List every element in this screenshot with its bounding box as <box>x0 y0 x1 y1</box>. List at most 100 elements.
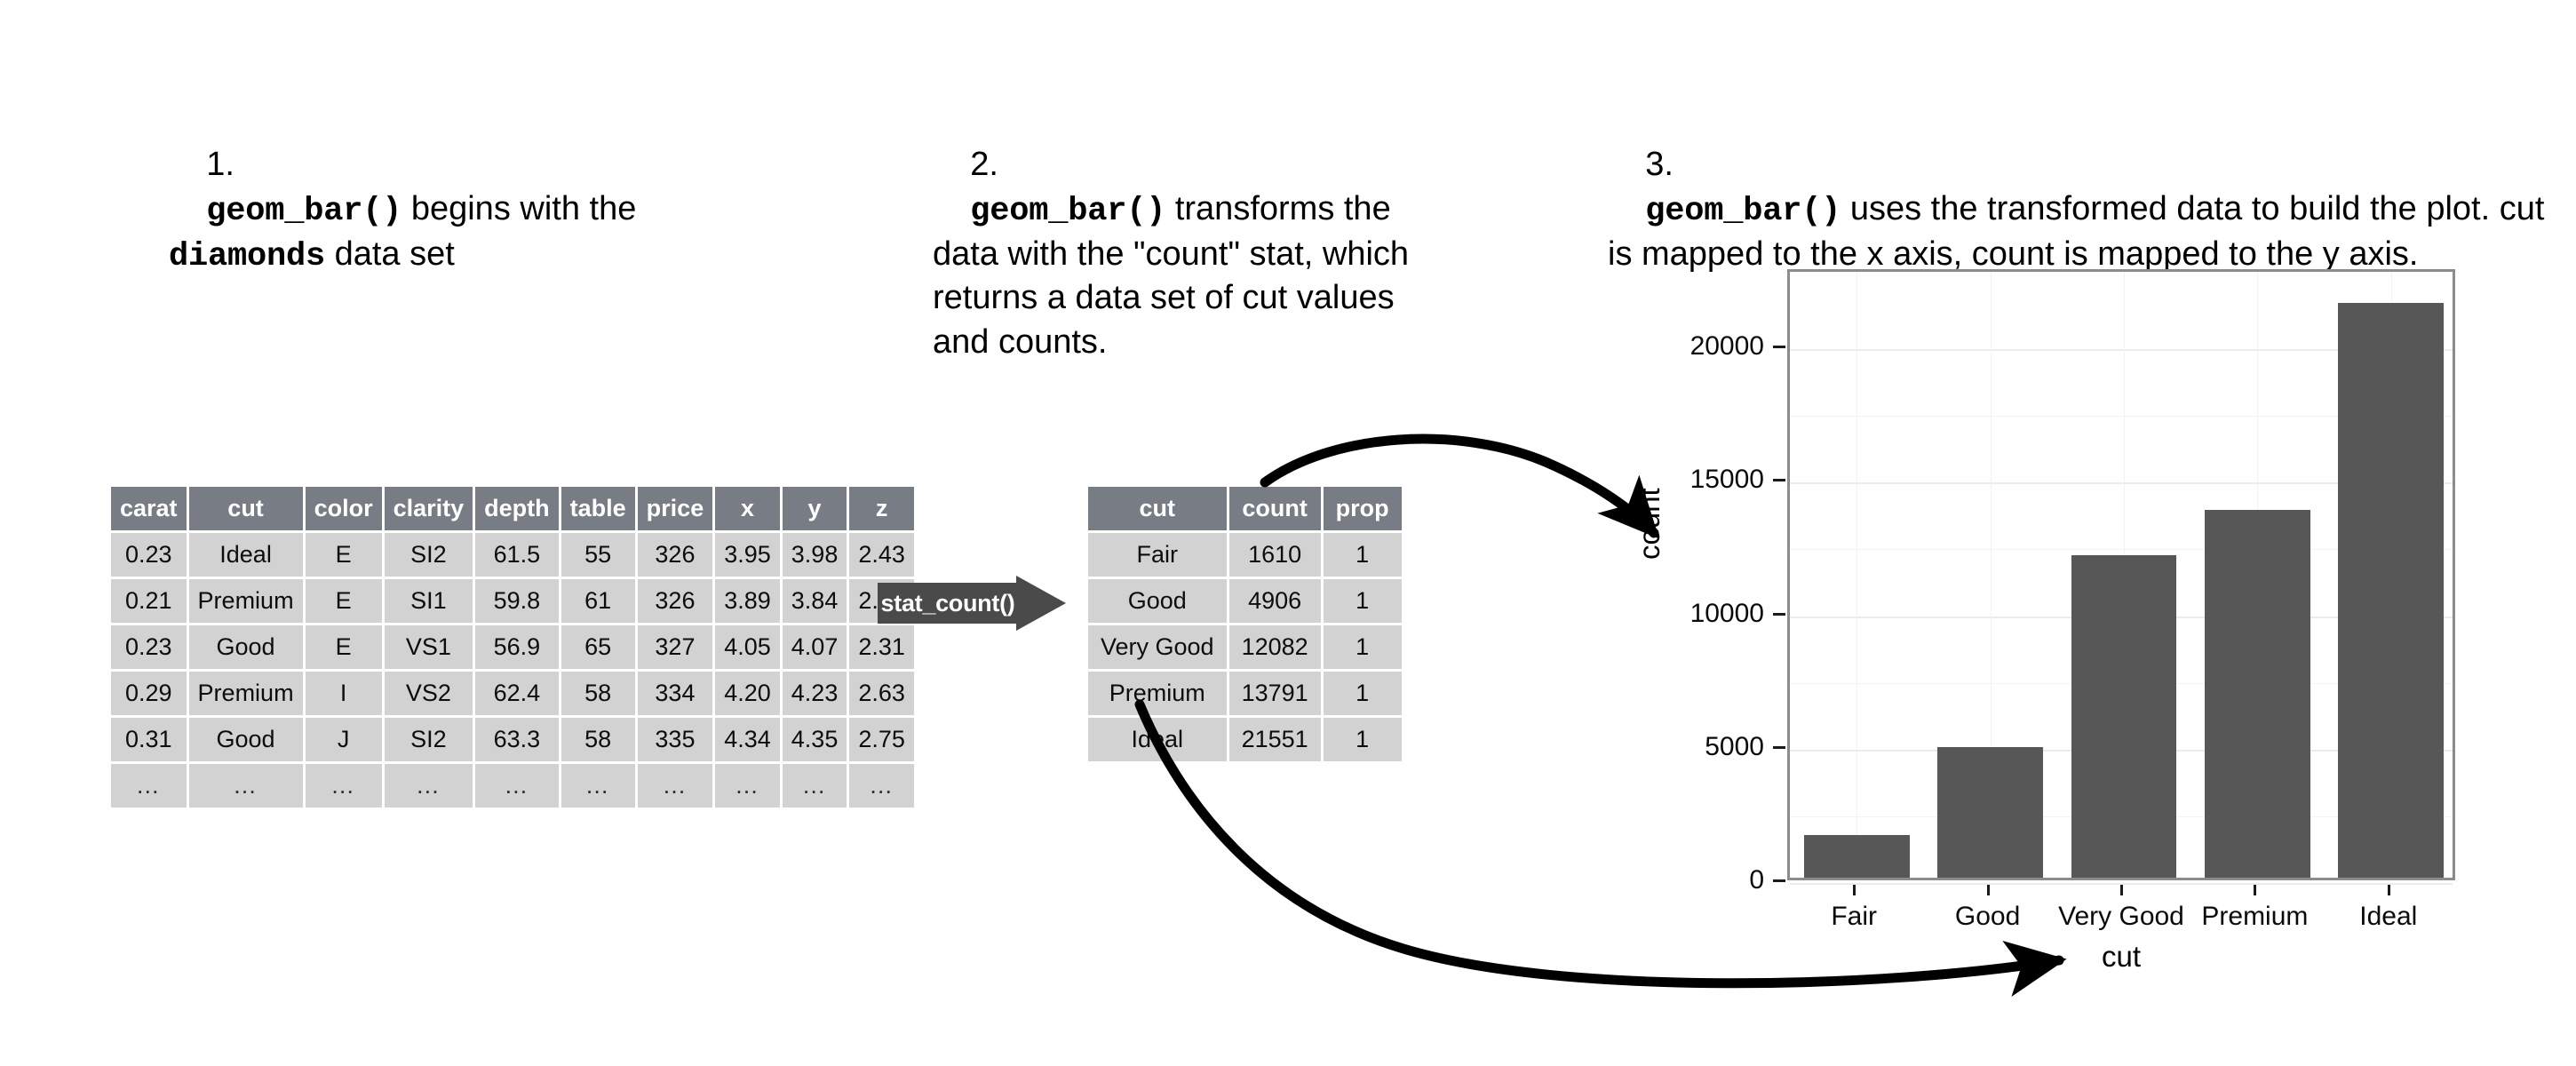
cell-cut-5: … <box>188 764 303 807</box>
gridline-vertical-fair <box>1856 272 1858 878</box>
cell-cut-3: Premium <box>188 672 303 715</box>
cell-clarity-4: SI2 <box>384 718 473 761</box>
column-header-price: price <box>637 487 713 530</box>
cell-prop-1: 1 <box>1323 579 1402 623</box>
x-tick-label-fair: Fair <box>1831 902 1878 931</box>
cell-depth-3: 62.4 <box>475 672 559 715</box>
caption-1-plain-1: begins with the <box>402 189 646 227</box>
cell-price-0: 326 <box>637 533 713 577</box>
cell-y-0: 3.98 <box>782 533 847 577</box>
cell-table-1: 61 <box>561 579 635 623</box>
bar-good <box>1937 746 2043 878</box>
column-header-cut: cut <box>1088 487 1227 530</box>
cell-depth-5: … <box>475 764 559 807</box>
cell-depth-4: 63.3 <box>475 718 559 761</box>
cell-prop-3: 1 <box>1323 672 1402 715</box>
x-tick-mark-good <box>1986 883 1990 895</box>
cell-y-2: 4.07 <box>782 625 847 669</box>
cell-cut-2: Good <box>188 625 303 669</box>
gridline-vertical-good <box>1990 272 1992 878</box>
cell-carat-2: 0.23 <box>111 625 187 669</box>
column-header-clarity: clarity <box>384 487 473 530</box>
caption-1-code-2: diamonds <box>169 237 326 275</box>
x-axis-title: cut <box>2101 940 2142 973</box>
cell-depth-1: 59.8 <box>475 579 559 623</box>
cell-carat-4: 0.31 <box>111 718 187 761</box>
cell-z-4: 2.75 <box>849 718 914 761</box>
cell-x-4: 4.34 <box>715 718 780 761</box>
cell-z-5: … <box>849 764 914 807</box>
bar-fair <box>1803 834 1910 878</box>
gridline-major-15000 <box>1790 482 2453 485</box>
cell-depth-0: 61.5 <box>475 533 559 577</box>
y-axis-title: count <box>1633 488 1666 560</box>
cell-color-1: E <box>305 579 382 623</box>
gridline-major-20000 <box>1790 349 2453 352</box>
cell-clarity-3: VS2 <box>384 672 473 715</box>
column-header-table: table <box>561 487 635 530</box>
cell-table-2: 65 <box>561 625 635 669</box>
x-tick-label-premium: Premium <box>2201 902 2309 931</box>
cell-table-3: 58 <box>561 672 635 715</box>
column-header-z: z <box>849 487 914 530</box>
cell-prop-2: 1 <box>1323 625 1402 669</box>
x-tick-mark-premium <box>2254 883 2257 895</box>
column-header-x: x <box>715 487 780 530</box>
column-header-count: count <box>1228 487 1321 530</box>
gridline-minor-12500 <box>1790 549 2453 551</box>
y-tick-label-5000: 5000 <box>1705 731 1764 761</box>
cell-color-4: J <box>305 718 382 761</box>
cell-x-0: 3.95 <box>715 533 780 577</box>
bar-series <box>1790 272 2453 878</box>
caption-3-plain-1: uses the transformed data to build the p… <box>1608 189 2554 273</box>
cell-price-2: 327 <box>637 625 713 669</box>
cell-color-3: I <box>305 672 382 715</box>
arrow-shaft <box>878 583 1018 624</box>
column-header-carat: carat <box>111 487 187 530</box>
x-tick-label-very-good: Very Good <box>2058 902 2184 931</box>
cell-z-3: 2.63 <box>849 672 914 715</box>
y-tick-label-20000: 20000 <box>1690 331 1764 362</box>
column-header-y: y <box>782 487 847 530</box>
cell-prop-4: 1 <box>1323 718 1402 761</box>
caption-1-plain-3: data set <box>325 235 455 273</box>
stat-count-arrow-badge: stat_count() <box>878 576 1066 631</box>
y-tick-mark-0 <box>1773 879 1785 882</box>
caption-2-plain-1: transforms the data with the "count" sta… <box>933 189 1419 361</box>
cell-clarity-2: VS1 <box>384 625 473 669</box>
x-tick-label-good: Good <box>1954 902 2021 931</box>
bar-premium <box>2204 509 2310 878</box>
cell-prop-0: 1 <box>1323 533 1402 577</box>
cell-table-0: 55 <box>561 533 635 577</box>
cell-cut-3: Premium <box>1088 672 1227 715</box>
cell-table-4: 58 <box>561 718 635 761</box>
cell-count-3: 13791 <box>1228 672 1321 715</box>
cell-cut-1: Premium <box>188 579 303 623</box>
cell-color-0: E <box>305 533 382 577</box>
caption-step-3: 3. geom_bar() uses the transformed data … <box>1570 99 2558 321</box>
cell-x-5: … <box>715 764 780 807</box>
column-header-cut: cut <box>188 487 303 530</box>
x-tick-mark-fair <box>1853 883 1856 895</box>
y-tick-mark-5000 <box>1773 745 1785 749</box>
cell-count-2: 12082 <box>1228 625 1321 669</box>
cell-price-1: 326 <box>637 579 713 623</box>
column-header-depth: depth <box>475 487 559 530</box>
cell-price-4: 335 <box>637 718 713 761</box>
cell-price-3: 334 <box>637 672 713 715</box>
cell-z-0: 2.43 <box>849 533 914 577</box>
y-tick-mark-20000 <box>1773 346 1785 349</box>
caption-3-text: geom_bar() uses the transformed data to … <box>1608 190 2554 273</box>
cell-y-1: 3.84 <box>782 579 847 623</box>
x-tick-mark-very-good <box>2120 883 2123 895</box>
cell-count-1: 4906 <box>1228 579 1321 623</box>
arrow-head-icon <box>1016 576 1066 631</box>
cell-count-4: 21551 <box>1228 718 1321 761</box>
cell-clarity-1: SI1 <box>384 579 473 623</box>
